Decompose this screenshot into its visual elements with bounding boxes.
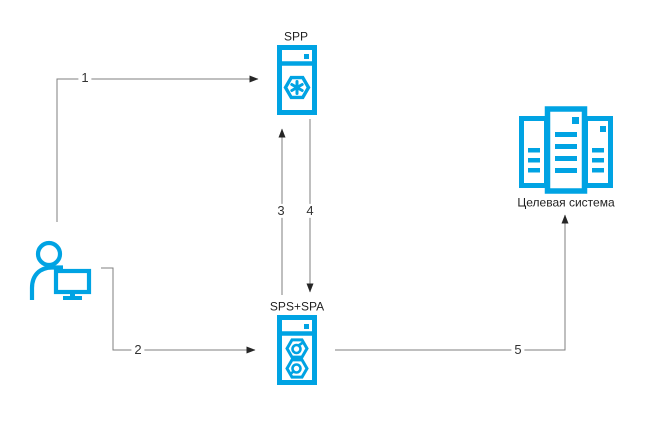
spa-hexagon-icon <box>285 358 309 379</box>
sps-spa-server <box>277 315 317 385</box>
spp-label: SPP <box>283 29 309 44</box>
connector-2-label: 2 <box>131 342 145 358</box>
sps-spa-server-icon <box>277 315 317 385</box>
connector-3-label: 3 <box>274 203 288 219</box>
connector-5-line <box>335 214 569 351</box>
monitor-icon <box>53 268 92 300</box>
asterisk-hexagon-icon <box>283 75 311 100</box>
datacenter-icon <box>519 106 613 194</box>
server-led <box>304 54 309 59</box>
connector-2-line <box>101 267 256 354</box>
connector-5-label: 5 <box>511 342 525 358</box>
connector-4-label: 4 <box>303 203 317 219</box>
target-system-label: Целевая система <box>517 195 615 210</box>
connector-1-line <box>56 75 259 222</box>
connector-1-label: 1 <box>78 70 92 86</box>
datacenter-middle-tower <box>544 106 588 194</box>
spp-server-icon <box>277 45 317 115</box>
user-workstation <box>25 236 97 304</box>
person-icon <box>29 240 63 300</box>
datacenter-left-tower <box>519 116 549 188</box>
sps-spa-label: SPS+SPA <box>269 299 325 314</box>
user-monitor-icon <box>29 240 92 300</box>
spp-server <box>277 45 317 115</box>
server-led <box>304 324 309 329</box>
datacenter-right-tower <box>583 116 613 188</box>
sps-hexagon-icon <box>285 338 309 359</box>
target-system <box>517 106 615 194</box>
